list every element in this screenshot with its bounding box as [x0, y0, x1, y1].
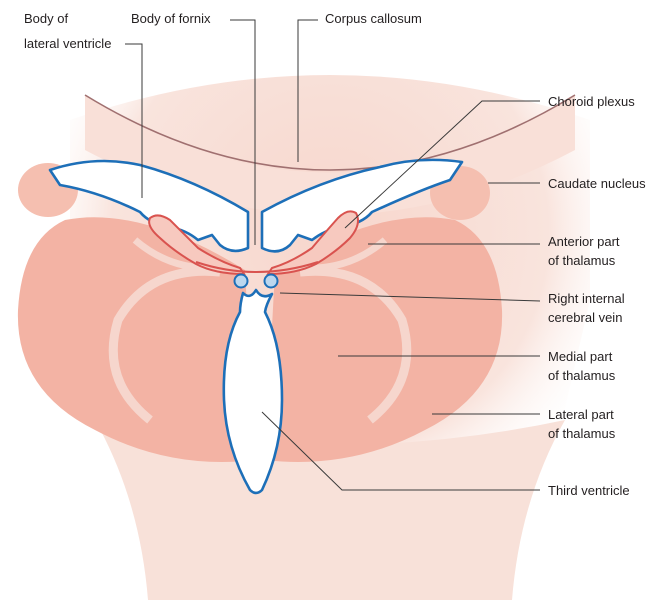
label-anterior-thalamus-line1: Anterior part	[548, 234, 620, 249]
label-caudate-nucleus: Caudate nucleus	[548, 176, 646, 191]
label-lateral-thalamus-line2: of thalamus	[548, 426, 616, 441]
label-lateral-thalamus-line1: Lateral part	[548, 407, 614, 422]
label-medial-thalamus-line1: Medial part	[548, 349, 613, 364]
internal-cerebral-vein-right	[265, 275, 278, 288]
label-internal-cerebral-vein-line2: cerebral vein	[548, 310, 622, 325]
label-body-of-lateral-ventricle-line2: lateral ventricle	[24, 36, 111, 51]
label-choroid-plexus: Choroid plexus	[548, 94, 635, 109]
label-internal-cerebral-vein-line1: Right internal	[548, 291, 625, 306]
label-third-ventricle: Third ventricle	[548, 483, 630, 498]
label-medial-thalamus-line2: of thalamus	[548, 368, 616, 383]
label-body-of-lateral-ventricle-line1: Body of	[24, 11, 68, 26]
label-anterior-thalamus-line2: of thalamus	[548, 253, 616, 268]
internal-cerebral-vein-left	[235, 275, 248, 288]
label-body-of-fornix: Body of fornix	[131, 11, 211, 26]
label-corpus-callosum: Corpus callosum	[325, 11, 422, 26]
